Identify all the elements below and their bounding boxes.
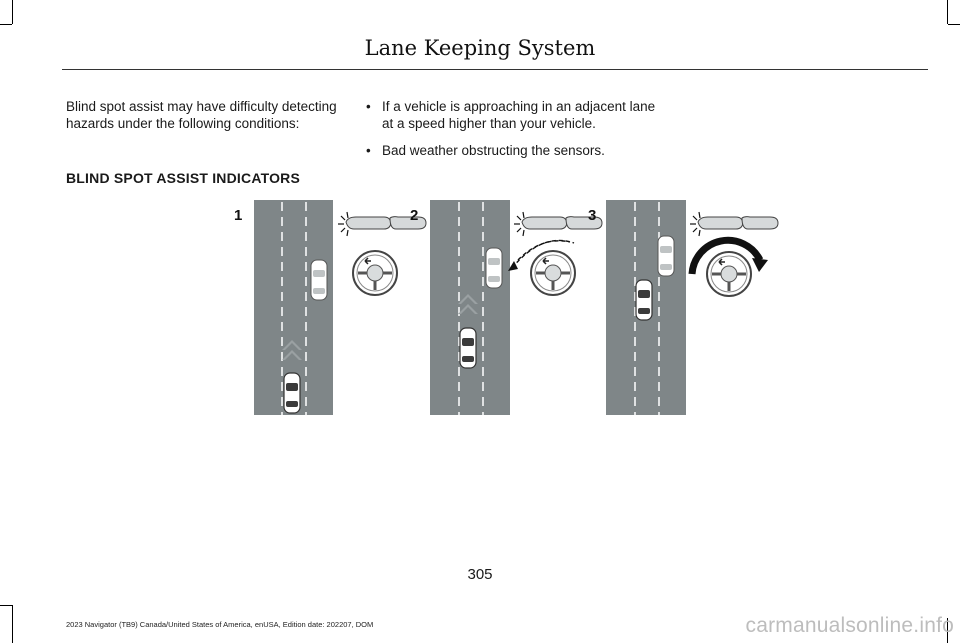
panel-2: 2 [410,200,603,415]
crop-mark-bottom-right-v [947,618,948,643]
list-item: • Bad weather obstructing the sensors. [366,142,656,159]
list-item: • If a vehicle is approaching in an adja… [366,98,656,132]
crop-mark-top-right-v [947,0,948,24]
crop-mark-top-right-h [948,24,960,25]
steering-correction-arrow-icon [688,236,764,275]
nudge-arrow-icon [511,239,575,269]
blind-spot-illustration: 1 2 [234,200,779,415]
page-title: Lane Keeping System [364,36,596,60]
steering-wheel-icon [705,250,753,298]
adjacent-car [310,259,328,301]
panel-1: 1 [234,200,427,415]
panel-label: 1 [234,207,242,224]
steering-wheel-icon [529,249,577,297]
panel-3: 3 [588,200,779,415]
crop-mark-bottom-left-v [12,605,13,643]
watermark: carmanualsonline.info [745,614,954,637]
footer-edition-text: 2023 Navigator (TB9) Canada/United State… [66,620,374,629]
page-number: 305 [467,566,493,583]
adjacent-car [485,247,503,289]
bullet-icon: • [366,143,371,158]
ego-car [459,327,477,369]
ego-car [635,279,653,321]
bullet-icon: • [366,99,371,114]
crop-mark-bottom-left-h [0,605,12,606]
section-heading: BLIND SPOT ASSIST INDICATORS [66,170,301,186]
adjacent-car [657,235,675,277]
mirror-icon [697,216,779,230]
header-divider [62,69,928,70]
panel-label: 2 [410,207,418,224]
crop-mark-top-left-h [0,24,12,25]
crop-mark-top-left-v [12,0,13,24]
intro-paragraph: Blind spot assist may have difficulty de… [66,99,337,131]
blind-spot-figure: 1 2 [228,198,788,420]
conditions-list: • If a vehicle is approaching in an adja… [366,98,656,169]
ego-car [283,372,301,414]
list-item-text: Bad weather obstructing the sensors. [382,143,605,158]
list-item-text: If a vehicle is approaching in an adjace… [382,99,656,131]
steering-wheel-icon [351,249,399,297]
panel-label: 3 [588,207,596,224]
